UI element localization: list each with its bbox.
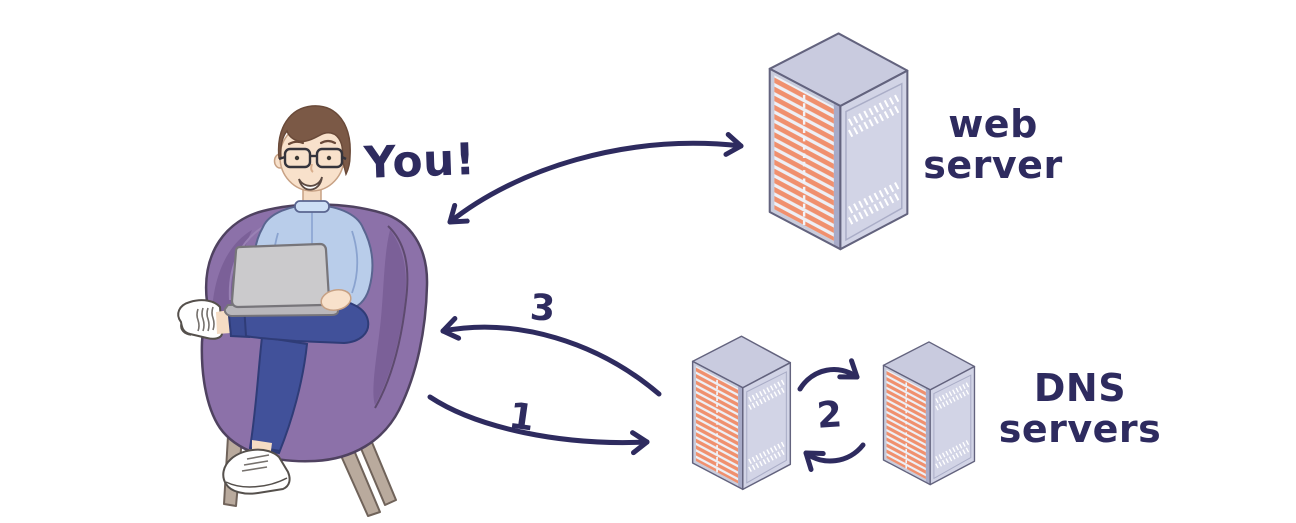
dns-server-b-icon	[883, 342, 974, 485]
arrow-step3-dns-to-user	[440, 316, 662, 397]
web-server-icon	[770, 33, 908, 249]
head	[273, 105, 351, 192]
glasses-icon	[278, 147, 347, 169]
hair	[277, 105, 351, 177]
laptop	[223, 242, 340, 318]
hand	[320, 288, 352, 312]
sneaker-floor	[222, 448, 291, 495]
arrow-step2-exchange-top	[797, 358, 860, 392]
step-2-label: 2	[815, 394, 844, 437]
step-1-label: 1	[506, 395, 538, 440]
arrow-user-webserver	[447, 132, 744, 225]
you-label: You!	[363, 134, 477, 189]
dns-servers-label: DNS servers	[998, 366, 1162, 452]
step-3-label: 3	[528, 287, 558, 330]
web-server-label: web server	[923, 102, 1063, 188]
sneaker-crossed	[177, 299, 224, 340]
dns-server-a-icon	[693, 336, 791, 489]
leg	[248, 335, 309, 455]
mouth	[298, 176, 323, 191]
collar	[294, 200, 330, 213]
arrow-step2-exchange-bottom	[803, 442, 866, 472]
user-illustration	[177, 105, 429, 517]
person	[177, 105, 374, 495]
arrow-step1-user-to-dns	[427, 394, 650, 456]
